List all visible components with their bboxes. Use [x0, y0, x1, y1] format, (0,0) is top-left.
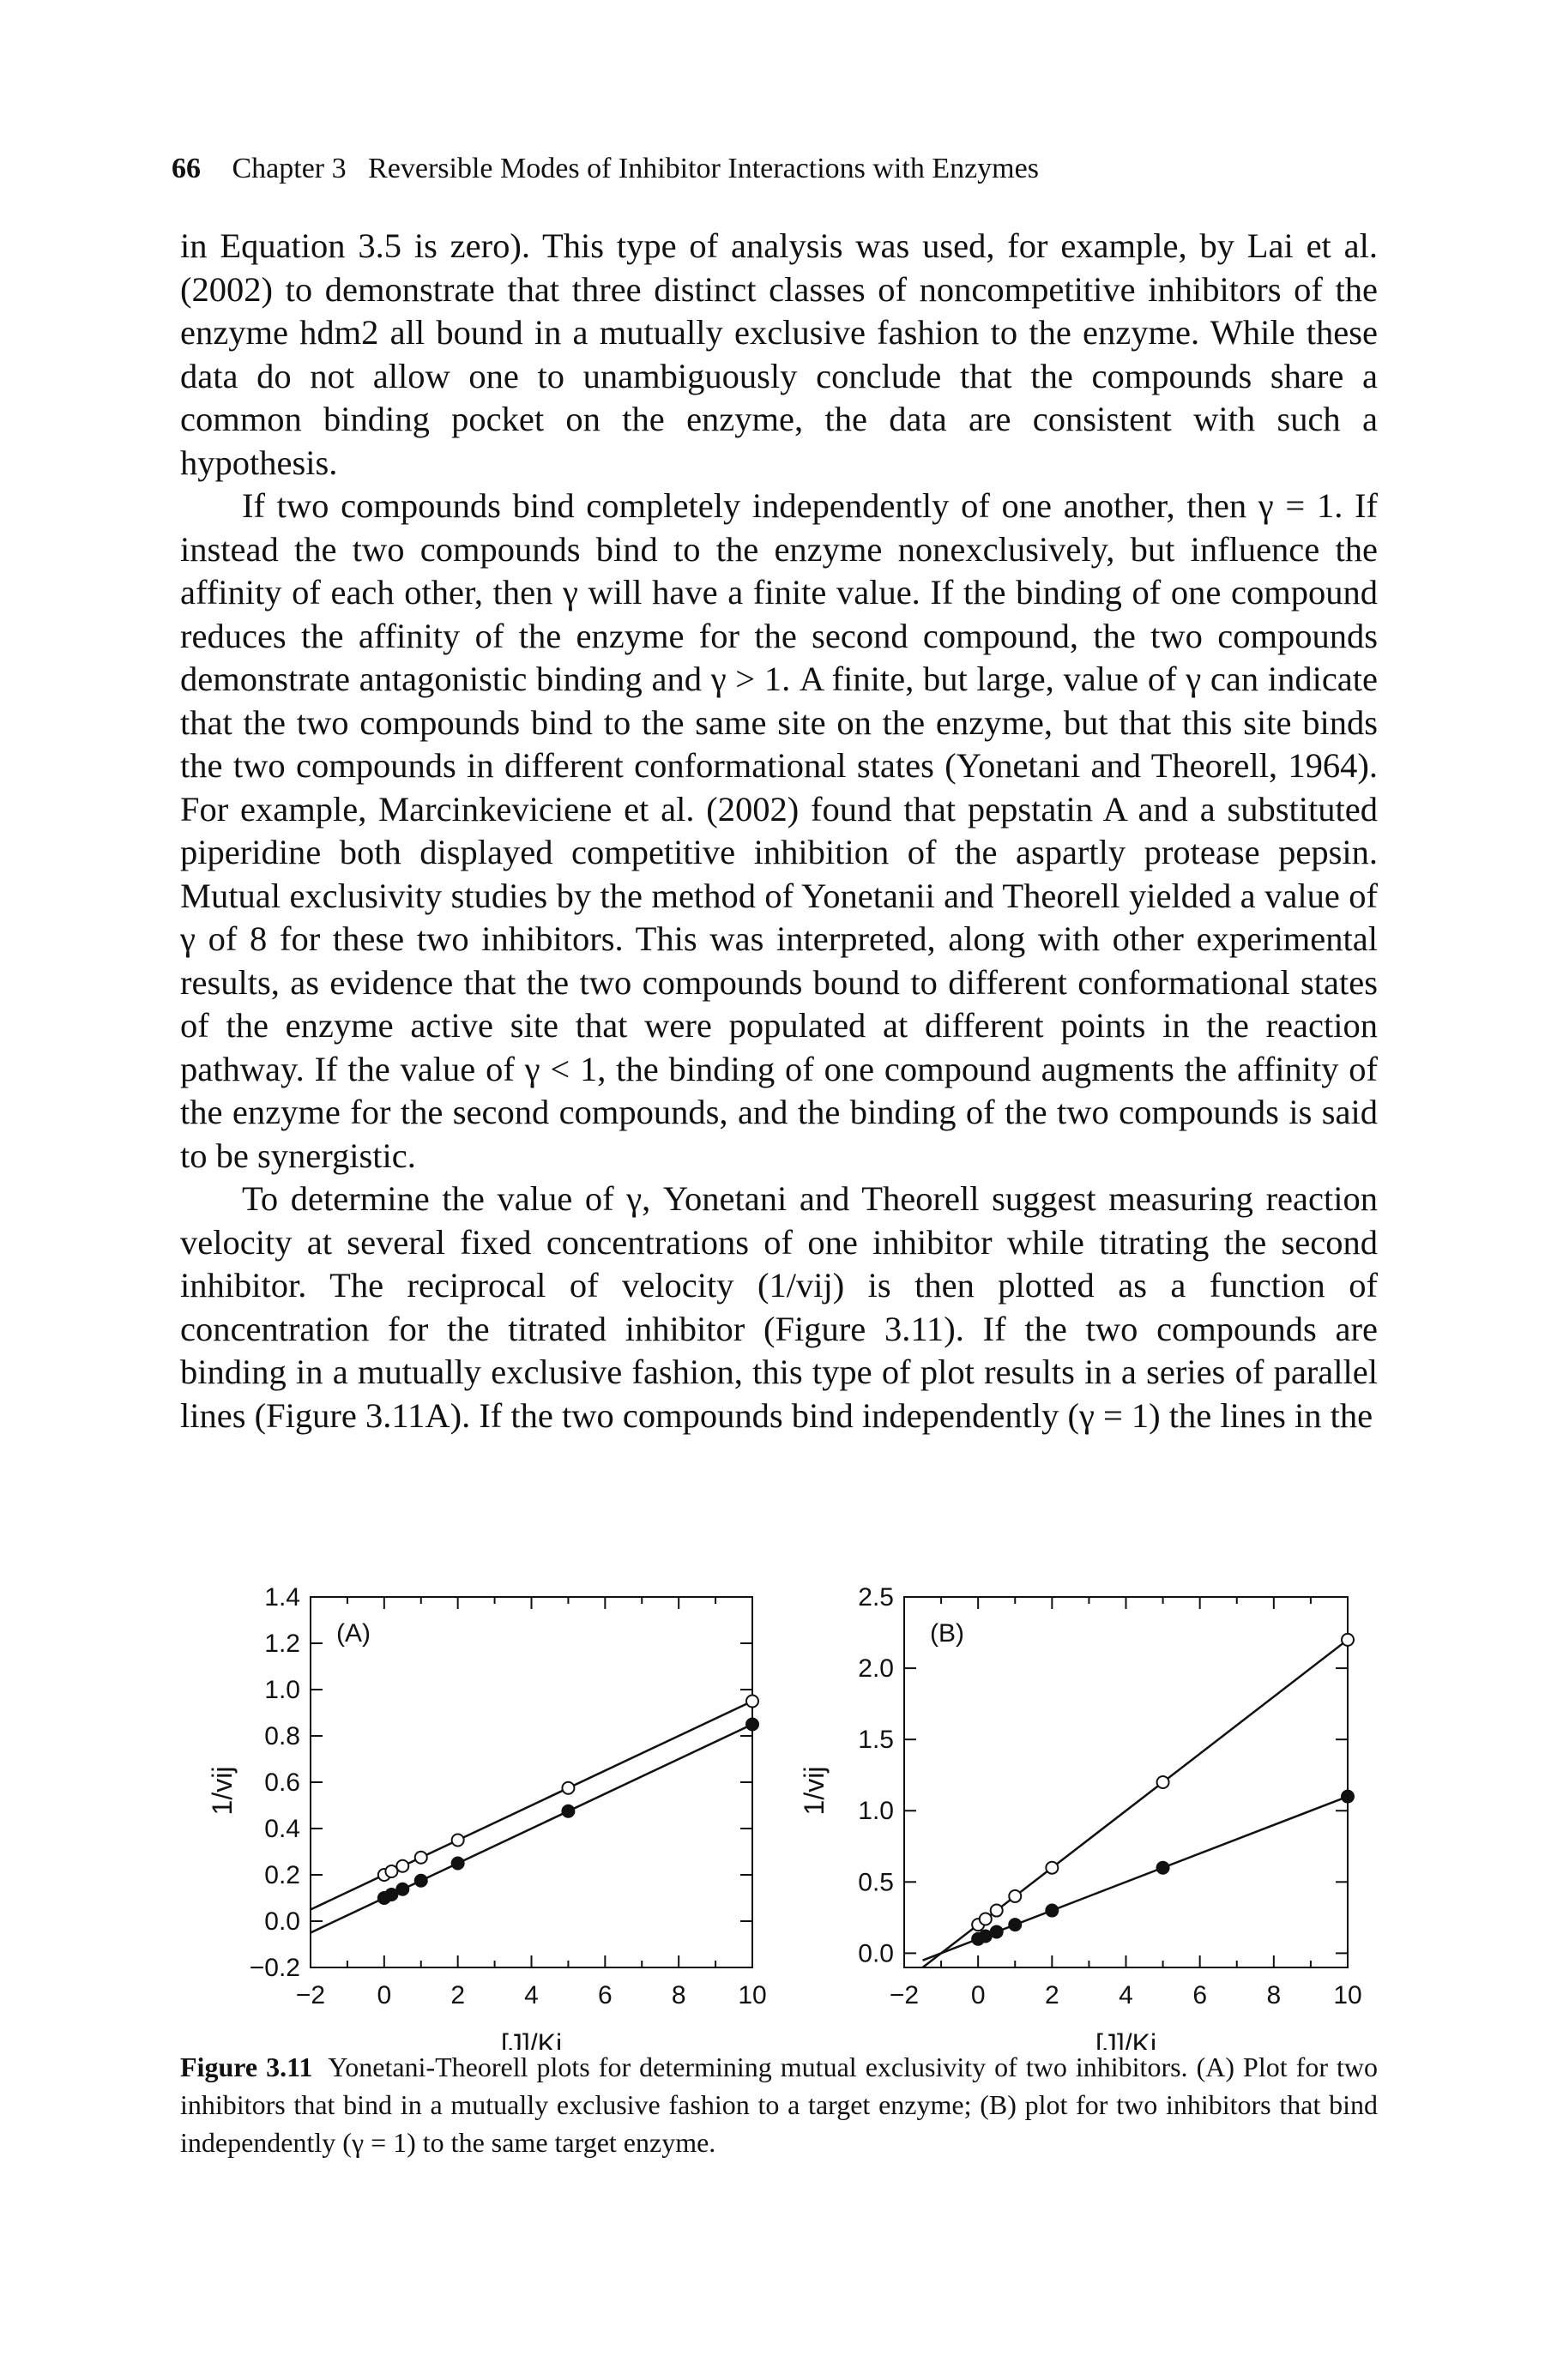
x-tick-label: 4 [524, 1981, 539, 2009]
paragraph-1: in Equation 3.5 is zero). This type of a… [180, 226, 1378, 482]
caption-label: Figure 3.11 [180, 2052, 313, 2082]
panel-label: (B) [930, 1619, 964, 1648]
x-tick-label: 2 [450, 1981, 465, 2009]
paragraph-3: To determine the value of γ, Yonetani an… [180, 1179, 1378, 1435]
paragraph-2: If two compounds bind completely indepen… [180, 486, 1378, 1175]
y-tick-label: 0.4 [264, 1815, 300, 1843]
y-tick-label: 0.8 [264, 1722, 300, 1750]
series-line-filled [311, 1723, 752, 1934]
y-tick-label: 0.5 [858, 1868, 894, 1896]
data-point-filled [1008, 1918, 1023, 1932]
chart-panel-a: −2 0 2 4 6 8 10 −0.2 0.0 0.2 0.4 0.6 0.8 1.0 1.2 1.4 (A)… [207, 1583, 767, 2050]
data-point-filled [384, 1887, 399, 1901]
running-header: 66 Chapter 3 Reversible Modes of Inhibit… [172, 153, 1039, 185]
data-point-filled [1156, 1860, 1170, 1875]
data-point-filled [561, 1804, 576, 1818]
data-point-open [1045, 1860, 1059, 1875]
caption-text: Yonetani-Theorell plots for determining … [180, 2052, 1379, 2158]
x-tick-label: 6 [598, 1981, 613, 2009]
y-tick-label: −0.2 [250, 1954, 300, 1982]
data-point-filled [1045, 1903, 1059, 1918]
page-number: 66 [172, 153, 201, 184]
x-tick-label: 0 [971, 1981, 986, 2009]
y-tick-label: 1.0 [264, 1676, 300, 1704]
data-point-open [413, 1850, 428, 1865]
plot-frame [903, 1596, 1349, 1968]
y-axis-label: 1/vij [799, 1767, 830, 1816]
x-tick-label: 8 [1266, 1981, 1281, 2009]
data-point-filled [1341, 1789, 1355, 1804]
y-tick-label: 2.0 [858, 1654, 894, 1683]
x-tick-label: 4 [1119, 1981, 1133, 2009]
data-point-open [1341, 1632, 1355, 1647]
series-line-open [311, 1700, 752, 1911]
data-point-open [395, 1859, 410, 1873]
x-tick-label: −2 [890, 1981, 919, 2009]
x-axis-label: [J]/Kj [1095, 2028, 1156, 2050]
data-point-open [1008, 1889, 1023, 1903]
y-tick-label: 1.5 [858, 1726, 894, 1754]
data-point-open [745, 1694, 759, 1708]
y-tick-label: 1.4 [264, 1583, 300, 1612]
x-tick-label: 0 [377, 1981, 391, 2009]
data-point-filled [978, 1929, 993, 1943]
body-text: in Equation 3.5 is zero). This type of a… [180, 225, 1378, 1437]
data-point-open [978, 1912, 993, 1926]
x-axis-label: [J]/Kj [501, 2028, 562, 2050]
y-tick-label: 1.0 [858, 1797, 894, 1825]
data-point-filled [989, 1925, 1004, 1939]
data-point-filled [745, 1717, 759, 1732]
data-point-open [450, 1833, 465, 1847]
data-point-filled [395, 1882, 410, 1896]
x-tick-label: −2 [296, 1981, 325, 2009]
x-tick-label: 2 [1045, 1981, 1059, 2009]
y-tick-label: 1.2 [264, 1630, 300, 1658]
data-point-open [989, 1903, 1004, 1918]
data-point-filled [450, 1856, 465, 1871]
data-point-open [1156, 1775, 1170, 1789]
y-tick-label: 0.0 [858, 1939, 894, 1967]
x-tick-label: 10 [738, 1981, 766, 2009]
data-point-open [384, 1864, 399, 1878]
x-tick-label: 8 [672, 1981, 686, 2009]
plot-area [311, 1700, 752, 1934]
y-tick-label: 0.6 [264, 1768, 300, 1797]
y-tick-label: 2.5 [858, 1583, 894, 1612]
running-title: Chapter 3 Reversible Modes of Inhibitor … [232, 153, 1039, 184]
panel-label: (A) [336, 1619, 371, 1648]
y-tick-label: 0.0 [264, 1907, 300, 1936]
x-tick-label: 10 [1333, 1981, 1361, 2009]
figure-3-11: −2 0 2 4 6 8 10 −0.2 0.0 0.2 0.4 0.6 0.8 1.0 1.2 1.4 (A)… [0, 1570, 1545, 2050]
y-tick-label: 0.2 [264, 1861, 300, 1889]
chart-panel-b: −2 0 2 4 6 8 10 0.0 0.5 1.0 1.5 2.0 2.5 (B) [J]/Kj 1/vi… [799, 1583, 1362, 2050]
x-tick-label: 6 [1192, 1981, 1207, 2009]
y-axis-label: 1/vij [207, 1767, 238, 1816]
plot-frame [310, 1596, 753, 1968]
data-point-open [561, 1780, 576, 1795]
data-point-filled [413, 1873, 428, 1888]
figure-plots: −2 0 2 4 6 8 10 −0.2 0.0 0.2 0.4 0.6 0.8 1.0 1.2 1.4 (A)… [207, 1583, 1362, 2050]
